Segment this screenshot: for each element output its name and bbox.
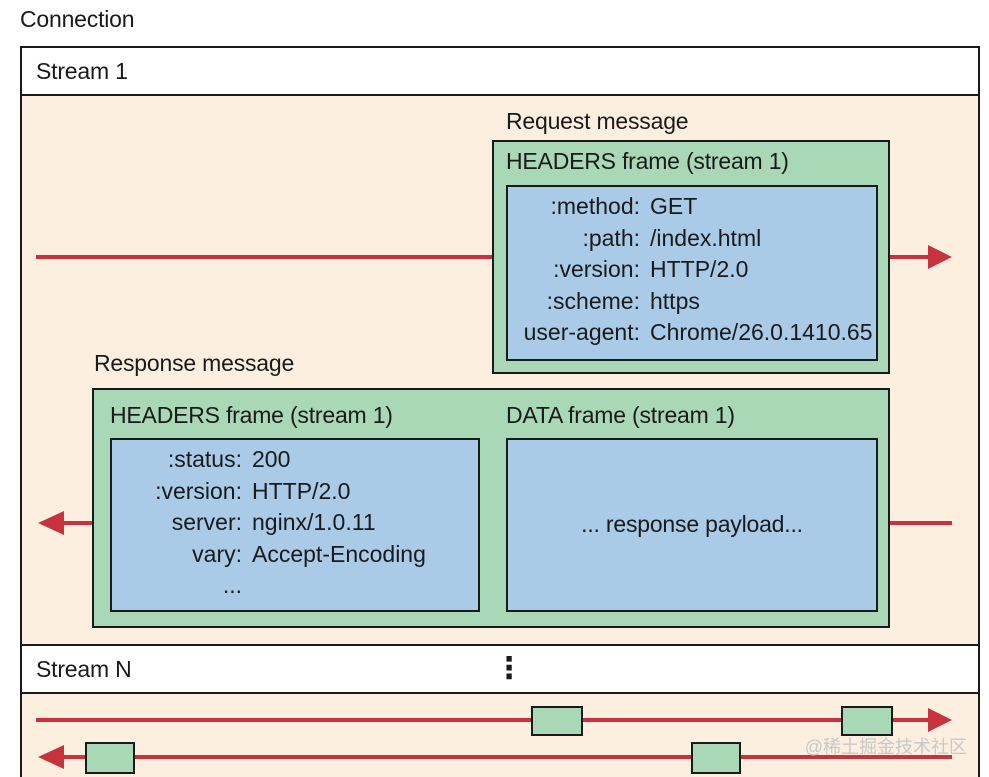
request-header-row: :path: /index.html — [508, 223, 878, 255]
stream-n-frame-box — [841, 706, 893, 736]
stream-n-incoming-arrow-head — [38, 745, 64, 769]
header-value: /index.html — [650, 224, 762, 251]
response-header-row: server: nginx/1.0.11 — [112, 507, 480, 539]
request-header-row: user-agent: Chrome/26.0.1410.65 — [508, 317, 878, 349]
response-message-label: Response message — [94, 350, 295, 376]
header-value: https — [650, 287, 700, 314]
stream-n-frame-box — [531, 706, 583, 736]
header-value: HTTP/2.0 — [252, 477, 351, 504]
stream-n-label: Stream N — [36, 656, 132, 682]
response-header-row: :version: HTTP/2.0 — [112, 476, 480, 508]
request-headers-list: :method: GET :path: /index.html :version… — [508, 191, 878, 361]
header-value: nginx/1.0.11 — [252, 509, 376, 535]
response-headers-frame-title: HEADERS frame (stream 1) — [110, 402, 393, 428]
header-key: :version: — [155, 477, 242, 504]
stream-1-header: Stream 1 — [20, 46, 980, 96]
response-headers-list: :status: 200 :version: HTTP/2.0 server: … — [112, 444, 480, 612]
response-data-frame-title: DATA frame (stream 1) — [506, 402, 735, 428]
response-header-row: ... — [112, 570, 480, 602]
response-header-row: vary: Accept-Encoding — [112, 539, 480, 571]
header-value: Accept-Encoding — [252, 540, 426, 567]
watermark: @稀土掘金技术社区 — [804, 737, 967, 757]
header-key: :status: — [167, 446, 242, 472]
stream-1-label: Stream 1 — [36, 58, 128, 84]
connection-label: Connection — [20, 6, 135, 32]
stream-n-frame-box — [691, 742, 741, 774]
header-value: GET — [650, 193, 698, 219]
request-arrow-head — [928, 245, 952, 269]
response-frames-container: HEADERS frame (stream 1) DATA frame (str… — [92, 388, 890, 628]
header-value: Chrome/26.0.1410.65 — [650, 319, 873, 345]
request-headers-frame-title: HEADERS frame (stream 1) — [506, 148, 789, 174]
response-payload-text: ... response payload... — [581, 511, 803, 537]
response-header-row: :status: 200 — [112, 444, 480, 476]
response-headers-box: :status: 200 :version: HTTP/2.0 server: … — [110, 438, 480, 612]
request-header-row: :version: HTTP/2.0 — [508, 254, 878, 286]
header-key: user-agent: — [523, 319, 640, 345]
request-header-row: :method: GET — [508, 191, 878, 223]
stream-n-body — [20, 694, 980, 777]
header-key: vary: — [192, 540, 242, 567]
header-key: :method: — [550, 193, 641, 219]
vertical-ellipsis: ⋮ — [494, 652, 524, 685]
request-header-row: :scheme: https — [508, 286, 878, 318]
request-headers-frame: HEADERS frame (stream 1) :method: GET :p… — [492, 140, 890, 374]
stream-n-header: Stream N — [20, 644, 980, 694]
header-key: server: — [171, 509, 242, 535]
response-arrow-head — [38, 511, 64, 535]
header-key: ... — [222, 572, 242, 598]
header-value: 200 — [252, 446, 291, 472]
response-data-box: ... response payload... — [506, 438, 878, 612]
stream-n-outgoing-arrow-head — [928, 708, 952, 732]
header-key: :path: — [582, 224, 640, 251]
stream-n-frame-box — [85, 742, 135, 774]
header-value: HTTP/2.0 — [650, 256, 749, 282]
header-key: :version: — [553, 256, 640, 282]
header-key: :scheme: — [546, 287, 640, 314]
request-message-label: Request message — [506, 108, 689, 134]
request-headers-box: :method: GET :path: /index.html :version… — [506, 185, 878, 361]
